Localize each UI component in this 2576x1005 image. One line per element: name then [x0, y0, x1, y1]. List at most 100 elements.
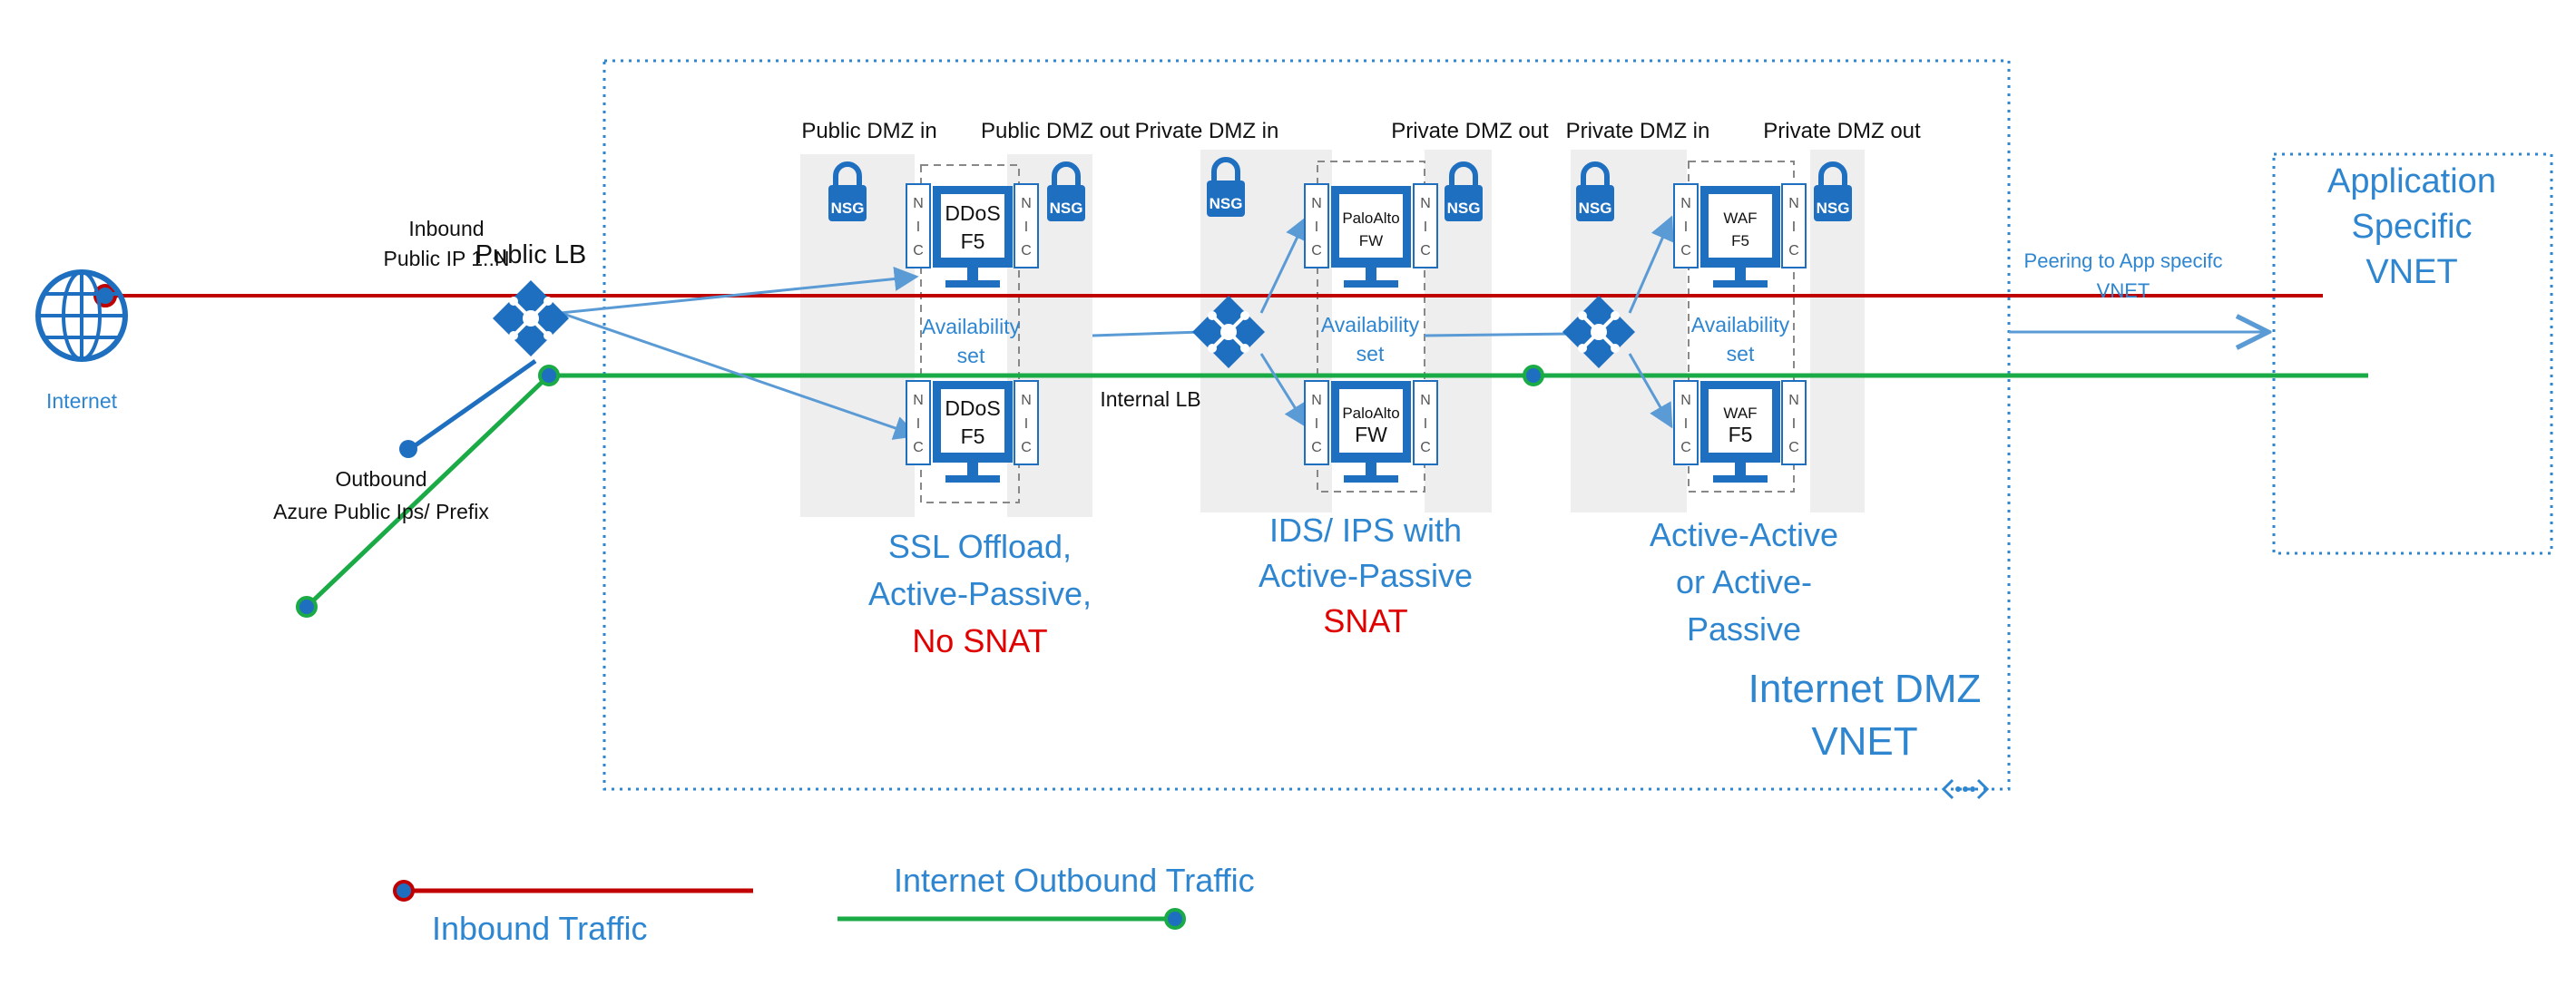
zone-3-desc: Active-Active [1650, 516, 1838, 553]
nsg-label: NSG [1447, 200, 1481, 217]
zone-1-desc: SSL Offload, [888, 528, 1072, 565]
legend: Inbound Traffic Internet Outbound Traffi… [393, 862, 1255, 947]
lock-icon [1445, 161, 1483, 221]
nsg-label: NSG [1050, 200, 1083, 217]
zone-3-out-label: Private DMZ out [1763, 119, 1921, 143]
nic-box [1014, 183, 1039, 268]
nic-letter: N [1311, 196, 1322, 211]
nsg-label: NSG [1210, 195, 1243, 212]
outbound-ip-label-2: Azure Public Ips/ Prefix [273, 500, 489, 523]
app-vnet-label: Specific [2351, 208, 2472, 246]
outbound-snat-dot [1523, 365, 1544, 386]
zone-2-desc-red: SNAT [1323, 602, 1407, 639]
nic-letter: I [1024, 220, 1028, 235]
zone-1-in-label: Public DMZ in [801, 119, 936, 143]
app-vnet-boundary [2272, 152, 2553, 555]
outbound-ip-dot [399, 440, 417, 458]
nic-letter: C [1788, 243, 1799, 259]
public-lb-label: Public LB [475, 240, 587, 269]
monitor-icon [1700, 381, 1780, 483]
nic-letter: I [1315, 220, 1318, 235]
peering-label: Peering to App specifc [2024, 249, 2223, 272]
nic-letter: N [1420, 196, 1431, 211]
nic-letter: C [1680, 243, 1691, 259]
vm-label: PaloAlto [1342, 405, 1399, 422]
arrow-ilb2-to-vm3-top [1628, 215, 1674, 314]
flow-arrows [560, 215, 2268, 440]
globe-icon [35, 269, 128, 362]
nic-box [1781, 183, 1807, 268]
vm-label: F5 [961, 229, 985, 253]
arrow-publb-to-vm1-top [560, 267, 919, 315]
legend-outbound-dot [1164, 908, 1186, 930]
nic-letter: I [1424, 220, 1427, 235]
availability-set-label: set [1727, 342, 1755, 366]
app-vnet-label: VNET [2365, 253, 2457, 291]
inbound-ip-label-2: Public IP 1..N [384, 247, 510, 270]
monitor-icon [933, 186, 1013, 288]
nic-letter: N [913, 393, 924, 408]
availability-set-box-2 [1317, 161, 1425, 493]
arrow-ilb1-to-vm2-bottom [1259, 353, 1308, 429]
nic-box [1413, 183, 1438, 268]
peering-label: VNET [2097, 279, 2150, 302]
load-balancer-icon [493, 280, 569, 356]
vm-label: WAF [1723, 210, 1757, 227]
nsg-label: NSG [1817, 200, 1850, 217]
outbound-ip-link [408, 358, 537, 452]
nic-letter: I [1684, 220, 1688, 235]
vm-label: FW [1359, 232, 1383, 249]
nic-letter: N [1420, 393, 1431, 408]
nic-letter: C [1311, 440, 1322, 455]
legend-outbound-label: Internet Outbound Traffic [894, 862, 1255, 899]
nic-boxes [906, 183, 1807, 465]
nic-box [1304, 183, 1329, 268]
inbound-ip-label-1: Inbound [408, 217, 484, 240]
nic-letter: C [1420, 243, 1431, 259]
availability-set-label: Availability [1321, 313, 1420, 337]
monitor-icon [933, 381, 1013, 483]
zone-2-in-label: Private DMZ in [1135, 119, 1279, 143]
vm-label: DDoS [945, 396, 1000, 420]
outbound-end-dot [296, 596, 318, 618]
zone-1-desc-red: No SNAT [912, 622, 1047, 659]
availability-set-box-1 [920, 164, 1020, 503]
nic-letter: N [1680, 393, 1691, 408]
nic-box [1304, 380, 1329, 465]
nic-letter: N [913, 196, 924, 211]
arrow-zone2-to-ilb2 [1424, 332, 1571, 337]
outbound-diagonal-line [305, 374, 551, 609]
nic-letter: I [1424, 416, 1427, 432]
nic-letter: N [1788, 196, 1799, 211]
nic-letter: C [1021, 243, 1032, 259]
nic-letter: C [1680, 440, 1691, 455]
zone-3-in-label: Private DMZ in [1566, 119, 1710, 143]
internet-dmz-vnet-boundary [602, 59, 2011, 791]
vm-monitors [933, 186, 1780, 483]
monitor-icon [1700, 186, 1780, 288]
nic-letter: I [1792, 416, 1796, 432]
nsg-lock-icons [828, 157, 1852, 221]
nic-box [906, 183, 931, 268]
internal-lb-1-icon [1192, 296, 1265, 368]
arrow-ilb1-to-vm2-top [1259, 215, 1308, 314]
internet-dmz-vnet-label: Internet DMZ [1748, 667, 1982, 711]
internet-label: Internet [46, 389, 118, 413]
arrow-ilb2-to-vm3-bottom [1628, 353, 1673, 429]
zone-2-desc: IDS/ IPS with [1269, 512, 1462, 549]
internet-dmz-vnet-label: VNET [1811, 719, 1917, 764]
lock-icon [1814, 161, 1852, 221]
lock-icon [1576, 161, 1614, 221]
nic-letter: N [1021, 196, 1032, 211]
zone-3-desc: Passive [1687, 610, 1801, 648]
zone-1-out-label: Public DMZ out [981, 119, 1130, 143]
nic-letter: I [916, 416, 920, 432]
nic-letter: I [1024, 416, 1028, 432]
internal-lb-2-icon [1562, 296, 1635, 368]
availability-set-label: set [1357, 342, 1385, 366]
internal-lb-label: Internal LB [1100, 387, 1200, 411]
nic-box [1014, 380, 1039, 465]
nic-letter: I [1792, 220, 1796, 235]
nsg-label: NSG [831, 200, 865, 217]
nic-letter: C [913, 440, 924, 455]
